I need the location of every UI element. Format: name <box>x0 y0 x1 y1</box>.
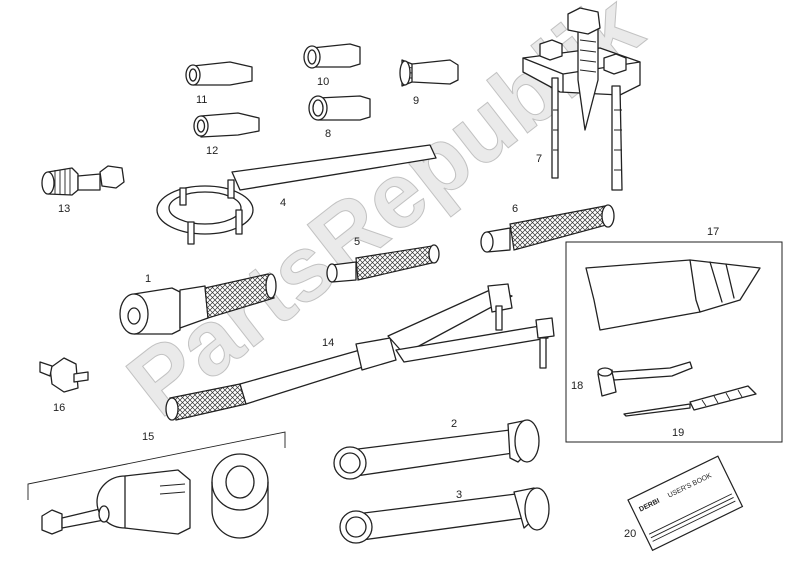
label-16: 16 <box>53 402 65 414</box>
part-17-pouch <box>585 259 761 331</box>
label-14: 14 <box>322 337 334 349</box>
part-15-ring <box>211 453 269 539</box>
label-11: 11 <box>196 94 207 106</box>
part-10-socket <box>303 43 361 69</box>
label-6: 6 <box>512 203 518 215</box>
part-5-knurled-tool <box>326 244 440 283</box>
label-12: 12 <box>206 145 218 157</box>
label-15: 15 <box>142 431 154 443</box>
label-5: 5 <box>354 236 360 248</box>
label-10: 10 <box>317 76 329 88</box>
label-4: 4 <box>280 197 286 209</box>
part-17-kit-box <box>565 241 783 443</box>
label-7: 7 <box>536 153 542 165</box>
part-19-screwdriver <box>623 385 757 417</box>
part-7-puller <box>522 7 641 191</box>
part-8-socket <box>308 95 371 121</box>
part-15-press-tool <box>41 469 191 535</box>
label-9: 9 <box>413 95 419 107</box>
label-20: 20 <box>624 528 636 540</box>
part-14-clamp-tool <box>165 283 555 421</box>
part-9-collet <box>399 59 459 87</box>
part-11-socket <box>185 61 253 86</box>
part-4-pin-spanner <box>156 144 437 245</box>
part-15-kit-bracket <box>27 431 286 500</box>
label-8: 8 <box>325 128 331 140</box>
part-13-bolt-tool <box>41 165 125 196</box>
part-16-small-part <box>39 357 89 393</box>
label-19: 19 <box>672 427 684 439</box>
part-1-installer <box>119 273 277 335</box>
part-12-socket <box>193 112 260 138</box>
part-3-tube <box>339 487 550 544</box>
label-17: 17 <box>707 226 719 238</box>
part-6-knurled-tool <box>480 204 615 253</box>
label-18: 18 <box>571 380 583 392</box>
label-13: 13 <box>58 203 70 215</box>
part-20-manual: DERBI USER'S BOOK <box>627 455 744 552</box>
label-2: 2 <box>451 418 457 430</box>
label-1: 1 <box>145 273 151 285</box>
part-2-tube <box>333 419 540 480</box>
label-3: 3 <box>456 489 462 501</box>
part-18-box-wrench <box>597 361 693 397</box>
